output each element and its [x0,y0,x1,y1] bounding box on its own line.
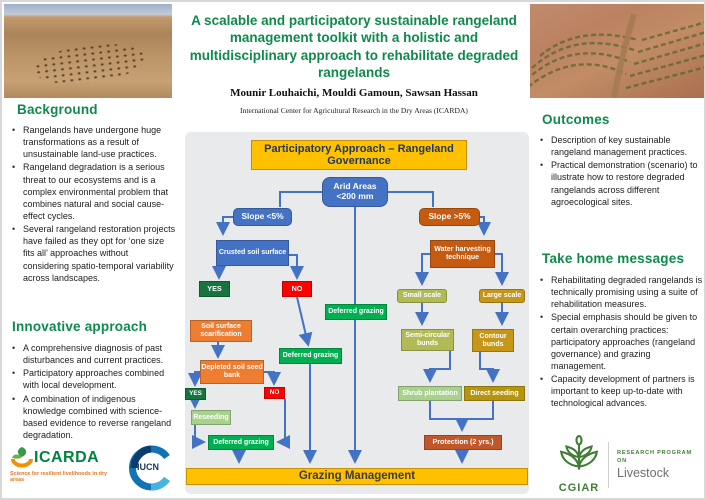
bullet-item: Capacity development of partners is impo… [538,373,704,409]
cgiar-plant-icon [559,435,599,470]
poster-title: A scalable and participatory sustainable… [189,13,519,80]
bullet-text: Rehabilitating degraded rangelands is te… [551,275,703,310]
flowchart-panel: Participatory Approach – Rangeland Gover… [185,132,529,494]
node-crusted-soil-surface: Crusted soil surface [216,240,289,266]
background-list: Rangelands have undergone huge transform… [10,124,176,285]
bullet-item: Description of key sustainable rangeland… [538,134,704,158]
outcomes-heading: Outcomes [542,112,610,127]
iucn-icon [129,445,170,491]
node-arid-areas: Arid Areas <200 mm [322,177,388,207]
bullet-item: Several rangeland restoration projects h… [10,223,176,284]
node-shrub-plantation: Shrub plantation [398,386,462,401]
bullet-item: Participatory approaches combined with l… [10,367,176,391]
icarda-icon [11,447,33,468]
icarda-logo: ICARDA Science for resilient livelihoods… [10,446,120,483]
flow-arrow-group [188,191,509,464]
flow-connectors [188,191,509,464]
wadi-line [611,13,637,98]
bullet-text: Rangeland degradation is a serious threa… [23,162,169,221]
node-large-scale: Large scale [479,289,525,303]
bullet-text: A comprehensive diagnosis of past distur… [23,343,164,366]
node-direct-seeding: Direct seeding [464,386,525,401]
node-slope-high: Slope >5% [419,208,480,226]
innovative-approach-list: A comprehensive diagnosis of past distur… [10,342,176,442]
bullet-text: Rangelands have undergone huge transform… [23,125,162,160]
poster-authors: Mounir Louhaichi, Mouldi Gamoun, Sawsan … [230,87,478,99]
node-deferred-grazing-center: Deferred grazing [325,304,387,320]
outcomes-list: Description of key sustainable rangeland… [538,134,704,209]
node-depleted-seed-bank: Depleted soil seed bank [200,360,264,384]
bullet-text: Description of key sustainable rangeland… [551,135,688,158]
bullet-item: Special emphasis should be given to cert… [538,311,704,372]
bullet-text: Participatory approaches combined with l… [23,368,165,391]
node-slope-low: Slope <5% [233,208,292,226]
node-yes-1: YES [199,281,230,297]
node-protection: Protection (2 yrs.) [424,435,502,450]
node-contour-bunds: Contour bunds [472,329,514,352]
innovative-approach-heading: Innovative approach [12,319,148,334]
node-no-2: NO [264,387,285,399]
bullet-item: A combination of indigenous knowledge co… [10,393,176,442]
bullet-item: Rehabilitating degraded rangelands is te… [538,274,704,310]
livestock-herd-dots [32,38,147,90]
node-soil-scarification: Soil surface scarification [190,320,252,342]
cgiar-livestock-logo: CGIAR RESEARCH PROGRAM ON Livestock [558,435,704,494]
node-small-scale: Small scale [397,289,447,303]
bullet-item: Rangeland degradation is a serious threa… [10,161,176,222]
desert-herd-photo [4,4,172,98]
node-semi-circular-bunds: Semi-circular bunds [401,329,454,351]
background-heading: Background [17,102,98,117]
icarda-wordmark: ICARDA [34,449,100,466]
bullet-text: Special emphasis should be given to cert… [551,312,698,371]
node-yes-2: YES [185,388,206,400]
node-reseeding: Reseeding [191,410,231,425]
iucn-logo: IUCN [128,445,174,491]
bullet-item: A comprehensive diagnosis of past distur… [10,342,176,366]
cgiar-wordmark: CGIAR [558,482,600,494]
bullet-text: Capacity development of partners is impo… [551,374,695,409]
flowchart-header: Participatory Approach – Rangeland Gover… [251,140,467,170]
bullet-text: Several rangeland restoration projects h… [23,224,176,283]
bullet-text: Practical demonstration (scenario) to il… [551,160,698,207]
take-home-list: Rehabilitating degraded rangelands is te… [538,274,704,411]
node-no-1: NO [282,281,312,297]
bullet-text: A combination of indigenous knowledge co… [23,393,172,440]
icarda-tagline: Science for resilient livelihoods in dry… [10,471,108,483]
bullet-item: Rangelands have undergone huge transform… [10,124,176,160]
livestock-label: Livestock [617,466,670,481]
bullet-item: Practical demonstration (scenario) to il… [538,159,704,208]
node-water-harvesting: Water harvesting technique [430,240,495,268]
logo-divider [608,441,609,488]
poster-affiliation: International Center for Agricultural Re… [240,106,468,115]
contour-bunds-aerial-photo [530,4,704,98]
node-deferred-grazing-no: Deferred grazing [279,348,342,364]
node-deferred-grazing-bottom: Deferred grazing [208,435,274,450]
research-program-label: RESEARCH PROGRAM ON [617,449,692,464]
contour-lines-overlay [530,13,704,98]
take-home-heading: Take home messages [542,251,685,266]
iucn-wordmark: IUCN [137,462,159,472]
grazing-management-bar: Grazing Management [186,468,528,485]
